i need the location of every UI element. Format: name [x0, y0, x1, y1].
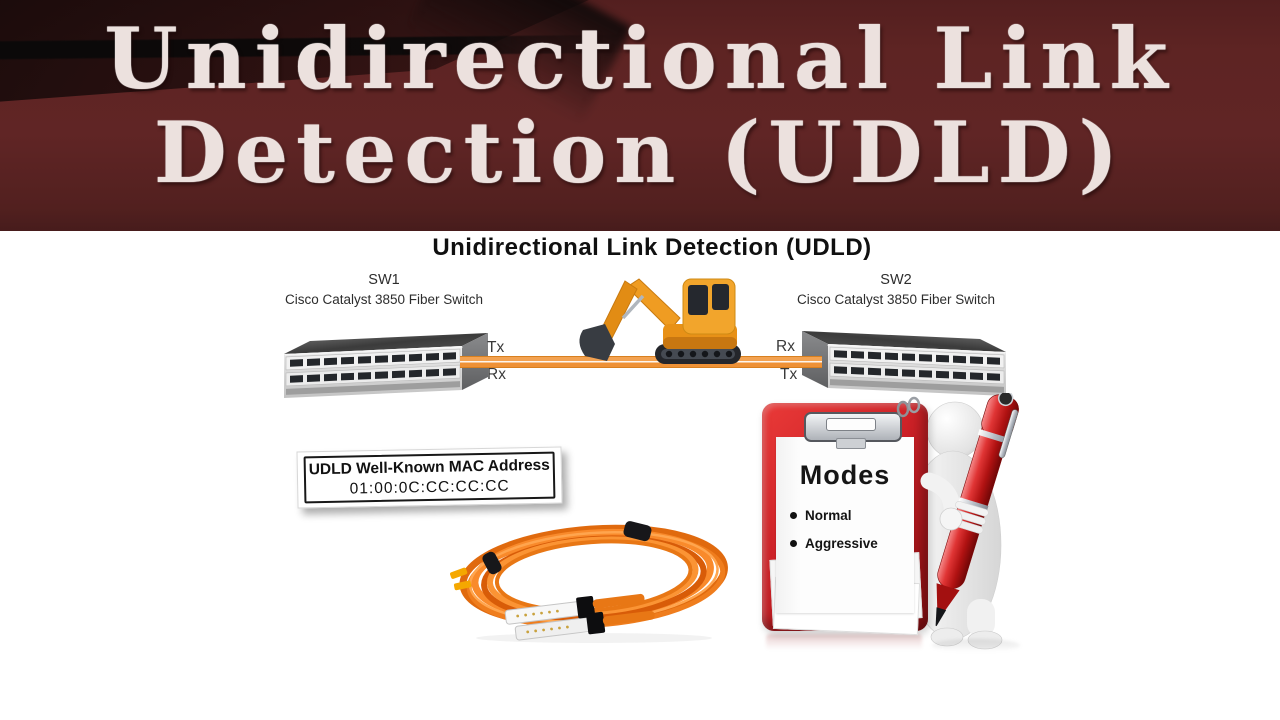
bullet-icon: [790, 512, 797, 519]
title-banner: Unidirectional Link Detection (UDLD): [0, 0, 1280, 231]
mode-label-aggressive: Aggressive: [805, 536, 878, 551]
clipboard-clip-tab: [836, 438, 866, 449]
mac-address-box-inner: UDLD Well-Known MAC Address 01:00:0C:CC:…: [303, 451, 556, 504]
excavator-icon: [579, 278, 741, 364]
switch-right-model: Cisco Catalyst 3850 Fiber Switch: [796, 292, 996, 307]
slide-title-line1: Unidirectional Link: [104, 9, 1176, 108]
mac-box-address: 01:00:0C:CC:CC:CC: [349, 476, 510, 498]
mode-item-aggressive: Aggressive: [790, 536, 915, 551]
clipboard-paper: [776, 437, 914, 613]
switch-left-name: SW1: [368, 272, 400, 288]
mac-address-box: UDLD Well-Known MAC Address 01:00:0C:CC:…: [296, 446, 563, 509]
switch-right-name: SW2: [880, 272, 912, 288]
mode-label-normal: Normal: [805, 508, 852, 523]
diagram-title: Unidirectional Link Detection (UDLD): [432, 234, 872, 261]
mac-box-title: UDLD Well-Known MAC Address: [308, 456, 551, 478]
port-label-right-tx: Tx: [780, 366, 798, 383]
mode-item-normal: Normal: [790, 508, 915, 523]
red-pen-icon: [896, 393, 1019, 627]
switch-left-label: SW1 Cisco Catalyst 3850 Fiber Switch: [276, 271, 492, 309]
diagram-area: Unidirectional Link Detection (UDLD) SW1…: [0, 231, 1280, 720]
port-label-right-rx: Rx: [776, 338, 795, 355]
slide-title: Unidirectional Link Detection (UDLD): [0, 12, 1280, 200]
slide-title-line2: Detection (UDLD): [153, 103, 1127, 202]
switch-left-model: Cisco Catalyst 3850 Fiber Switch: [284, 292, 484, 307]
fiber-cable-icon: [450, 521, 728, 643]
switch-right-icon: [801, 330, 1007, 396]
figure-reflection: [932, 639, 1020, 652]
port-label-left-rx: Rx: [487, 366, 506, 383]
modes-title: Modes: [799, 460, 891, 490]
switch-left-icon: [283, 332, 489, 398]
port-label-left-tx: Tx: [487, 339, 505, 356]
switch-right-label: SW2 Cisco Catalyst 3850 Fiber Switch: [788, 271, 1004, 309]
clipboard-clip-slot: [826, 418, 876, 431]
bullet-icon: [790, 540, 797, 547]
clipboard-reflection: [766, 634, 922, 650]
